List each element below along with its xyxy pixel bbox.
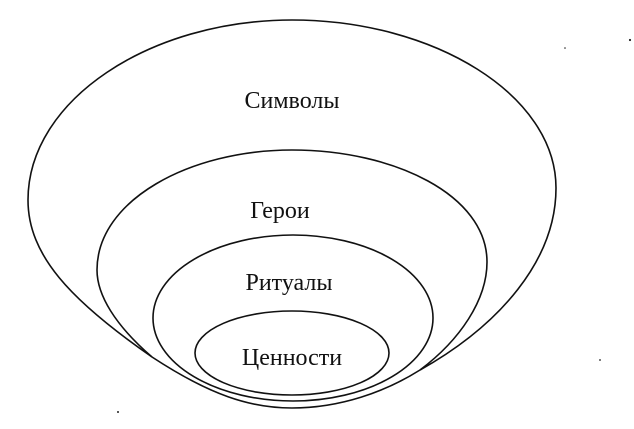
- scan-specks: [117, 38, 632, 413]
- rituals-ring: [152, 234, 434, 402]
- heroes-label: Герои: [250, 198, 310, 224]
- layer-rituals: Ритуалы: [152, 234, 434, 402]
- symbols-label: Символы: [245, 88, 340, 114]
- values-label: Ценности: [242, 345, 342, 371]
- symbols-ring: [27, 19, 557, 371]
- values-ring: [194, 310, 390, 396]
- base-arc: [151, 356, 421, 409]
- rituals-label: Ритуалы: [245, 270, 332, 296]
- heroes-ring: [96, 149, 488, 371]
- layer-symbols: Символы: [27, 19, 557, 371]
- layer-values: Ценности: [194, 310, 390, 396]
- layer-heroes: Герои: [96, 149, 488, 371]
